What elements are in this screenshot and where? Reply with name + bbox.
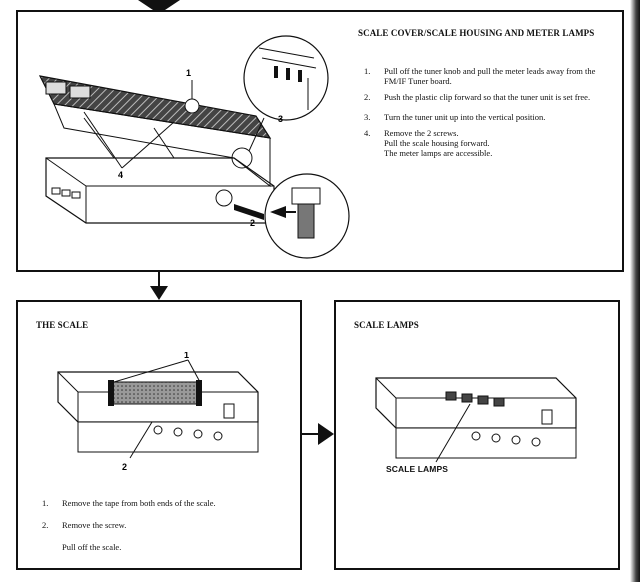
scale-lamps-label: SCALE LAMPS [386,464,449,474]
step-item: 1.Pull off the tuner knob and pull the m… [364,66,596,86]
page-edge-shadow [630,0,640,582]
callout-1: 1 [186,68,191,78]
scale-cover-steps: 1.Pull off the tuner knob and pull the m… [364,66,614,164]
scale-lamps-panel: SCALE LAMPS SCALE LAMPS [334,300,620,570]
callout-4: 4 [118,170,123,180]
scale-lamps-title: SCALE LAMPS [354,320,419,330]
scale-cover-panel: 1 4 3 2 SCALE COVER/SCALE HOUSING AND ME… [16,10,624,272]
arrow-mid-down [150,286,168,300]
step-item: 1.Remove the tape from both ends of the … [42,498,216,508]
scale-cover-illustration: 1 4 3 2 [38,35,350,259]
callout-3: 3 [278,114,283,124]
step-item: Pull off the scale. [62,542,122,552]
scale-callout-2: 2 [122,462,127,472]
step-item: 2.Remove the screw. [42,520,127,530]
scale-lamps-illustration [375,377,577,463]
arrow-right [318,423,334,445]
scale-callout-1: 1 [184,352,189,360]
the-scale-steps: 1.Remove the tape from both ends of the … [42,498,292,558]
callout-2: 2 [250,218,255,228]
step-item: 4.Remove the 2 screws. Pull the scale ho… [364,128,493,158]
step-item: 3.Turn the tuner unit up into the vertic… [364,112,546,122]
scale-cover-title: SCALE COVER/SCALE HOUSING AND METER LAMP… [358,28,595,38]
step-item: 2.Push the plastic clip forward so that … [364,92,591,102]
the-scale-panel: THE SCALE 1 2 1.Remove the tape from bot… [16,300,302,570]
scale-illustration: 1 2 [57,352,259,472]
the-scale-title: THE SCALE [36,320,89,330]
arrow-top-down [138,0,180,14]
